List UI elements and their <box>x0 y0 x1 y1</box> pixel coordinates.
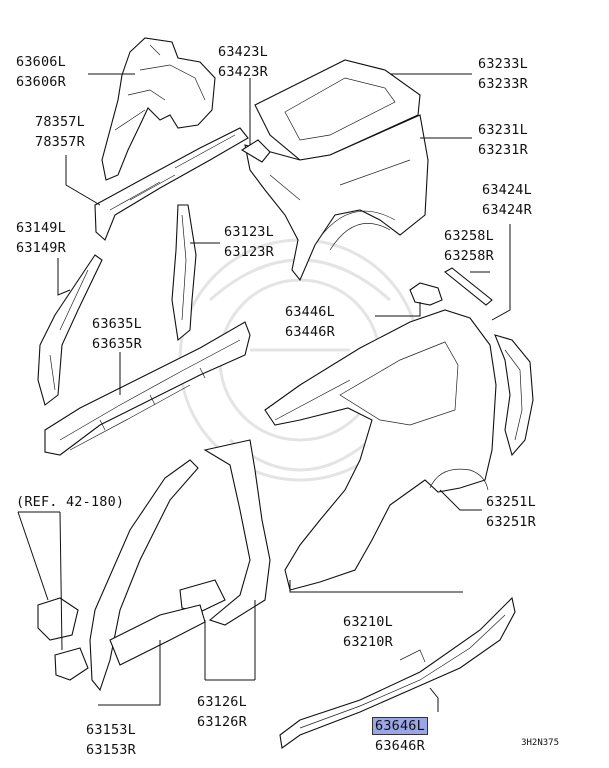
label-63153-l: 63153L <box>86 722 136 738</box>
label-63635-l: 63635L <box>92 316 142 332</box>
leader-lines <box>17 73 511 712</box>
label-63251: 63251L 63251R <box>486 492 536 532</box>
label-63646-r: 63646R <box>375 738 425 754</box>
label-63251-l: 63251L <box>486 494 536 510</box>
label-63424-l: 63424L <box>482 182 532 198</box>
label-63646-l: 63646L <box>372 716 428 736</box>
label-63606-l: 63606L <box>16 54 66 70</box>
label-63251-r: 63251R <box>486 514 536 530</box>
part-63646 <box>279 596 516 749</box>
part-78357 <box>94 127 249 241</box>
label-63149: 63149L 63149R <box>16 218 66 258</box>
label-63123: 63123L 63123R <box>224 222 274 262</box>
label-63258: 63258L 63258R <box>444 226 494 266</box>
label-63123-l: 63123L <box>224 224 274 240</box>
label-ref: (REF. 42-180) <box>16 492 124 512</box>
label-ref-42-180: (REF. 42-180) <box>16 494 125 510</box>
label-63149-l: 63149L <box>16 220 66 236</box>
part-63153 <box>89 459 206 692</box>
label-63446: 63446L 63446R <box>285 302 335 342</box>
label-63635-r: 63635R <box>92 336 142 352</box>
label-63258-l: 63258L <box>444 228 494 244</box>
label-78357-l: 78357L <box>35 114 85 130</box>
label-63423-l: 63423L <box>218 44 268 60</box>
label-63126: 63126L 63126R <box>197 692 247 732</box>
label-63210-r: 63210R <box>343 634 393 650</box>
part-63149 <box>37 254 103 406</box>
diagram-code: 3H2N375 <box>521 738 559 748</box>
part-63123 <box>171 204 197 342</box>
part-63258 <box>444 267 493 306</box>
label-63635: 63635L 63635R <box>92 314 142 354</box>
label-63233-r: 63233R <box>478 76 528 92</box>
label-78357: 78357L 78357R <box>35 112 85 152</box>
label-63606-r: 63606R <box>16 74 66 90</box>
label-63126-r: 63126R <box>197 714 247 730</box>
label-63233-l: 63233L <box>478 56 528 72</box>
label-63258-r: 63258R <box>444 248 494 264</box>
label-63231-r: 63231R <box>478 142 528 158</box>
part-ref-42-180 <box>37 597 89 681</box>
label-63424-r: 63424R <box>482 202 532 218</box>
label-63231-l: 63231L <box>478 122 528 138</box>
part-63635 <box>44 321 251 456</box>
part-63423 <box>240 139 271 163</box>
part-63126 <box>179 439 271 626</box>
label-63210: 63210L 63210R <box>343 612 393 652</box>
label-63606: 63606L 63606R <box>16 52 66 92</box>
label-78357-r: 78357R <box>35 134 85 150</box>
label-63126-l: 63126L <box>197 694 247 710</box>
part-63251 <box>494 334 534 457</box>
part-63233 <box>254 59 421 161</box>
label-63149-r: 63149R <box>16 240 66 256</box>
label-63231: 63231L 63231R <box>478 120 528 160</box>
label-63153-r: 63153R <box>86 742 136 758</box>
part-63446 <box>409 282 443 306</box>
label-63210-l: 63210L <box>343 614 393 630</box>
part-63210 <box>264 309 497 591</box>
label-63446-r: 63446R <box>285 324 335 340</box>
label-63424: 63424L 63424R <box>482 180 532 220</box>
label-63153: 63153L 63153R <box>86 720 136 760</box>
label-63423: 63423L 63423R <box>218 42 268 82</box>
label-63423-r: 63423R <box>218 64 268 80</box>
label-63123-r: 63123R <box>224 244 274 260</box>
label-63233: 63233L 63233R <box>478 54 528 94</box>
label-63646: 63646L 63646R <box>372 716 428 756</box>
label-63446-l: 63446L <box>285 304 335 320</box>
highlighted-part-number: 63646L <box>372 717 428 735</box>
part-63231 <box>244 114 429 282</box>
